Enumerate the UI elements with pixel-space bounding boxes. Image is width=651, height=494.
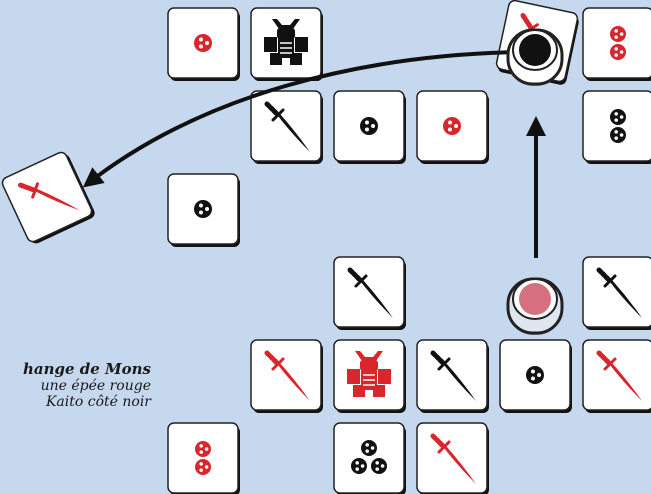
captured-tile[interactable]	[0, 150, 96, 247]
caption-title: hange de Mons	[23, 360, 151, 378]
mon-glyph	[443, 117, 461, 135]
mon-glyph	[610, 26, 626, 42]
tile-mon1-black[interactable]	[333, 90, 406, 164]
mon-glyph	[610, 44, 626, 60]
mon-glyph	[194, 200, 212, 218]
mon-glyph	[610, 127, 626, 143]
mon-glyph	[526, 366, 544, 384]
mon-glyph	[351, 458, 367, 474]
tile-mon1-black[interactable]	[499, 339, 572, 413]
tile-samurai-black[interactable]	[250, 7, 323, 81]
tile-katana-black[interactable]	[416, 339, 489, 413]
tile-samurai-red[interactable]	[333, 339, 406, 413]
tile-katana-black[interactable]	[582, 256, 651, 330]
mon-glyph	[371, 458, 387, 474]
tile-mon1-red[interactable]	[416, 90, 489, 164]
pawn-kaito-black[interactable]	[506, 28, 564, 86]
capture-arrow	[82, 50, 521, 188]
caption-line-2: Kaito côté noir	[45, 394, 151, 410]
pawns-layer	[506, 28, 564, 335]
arrows-layer	[82, 50, 546, 258]
tile-mon1-red[interactable]	[167, 7, 240, 81]
mon-glyph	[610, 109, 626, 125]
katana-glyph	[17, 182, 80, 211]
pawn-ghost-origin[interactable]	[506, 277, 564, 335]
katana-glyph	[596, 350, 642, 401]
mon-glyph	[194, 34, 212, 52]
tile-katana-black[interactable]	[333, 256, 406, 330]
caption-line-1: une épée rouge	[40, 378, 151, 394]
katana-glyph	[264, 101, 310, 152]
mon-glyph	[360, 117, 378, 135]
mon-glyph	[195, 459, 211, 475]
tile-mon2-black[interactable]	[582, 90, 651, 164]
tile-mon3-black[interactable]	[333, 422, 406, 494]
tiles-layer	[167, 7, 651, 494]
tile-mon2-red[interactable]	[167, 422, 240, 494]
tile-katana-red[interactable]	[582, 339, 651, 413]
tile-katana-red[interactable]	[250, 339, 323, 413]
tile-mon1-black[interactable]	[167, 173, 240, 247]
mon-glyph	[195, 441, 211, 457]
samurai-glyph	[347, 351, 391, 397]
tile-katana-red[interactable]	[416, 422, 489, 494]
tile-mon2-red[interactable]	[582, 7, 651, 81]
caption: hange de Mons une épée rouge Kaito côté …	[23, 360, 151, 410]
katana-glyph	[430, 350, 476, 401]
katana-glyph	[430, 433, 476, 484]
tile-katana-black[interactable]	[250, 90, 323, 164]
katana-glyph	[347, 267, 393, 318]
katana-glyph	[264, 350, 310, 401]
katana-glyph	[596, 267, 642, 318]
mon-glyph	[361, 440, 377, 456]
samurai-glyph	[264, 19, 308, 65]
